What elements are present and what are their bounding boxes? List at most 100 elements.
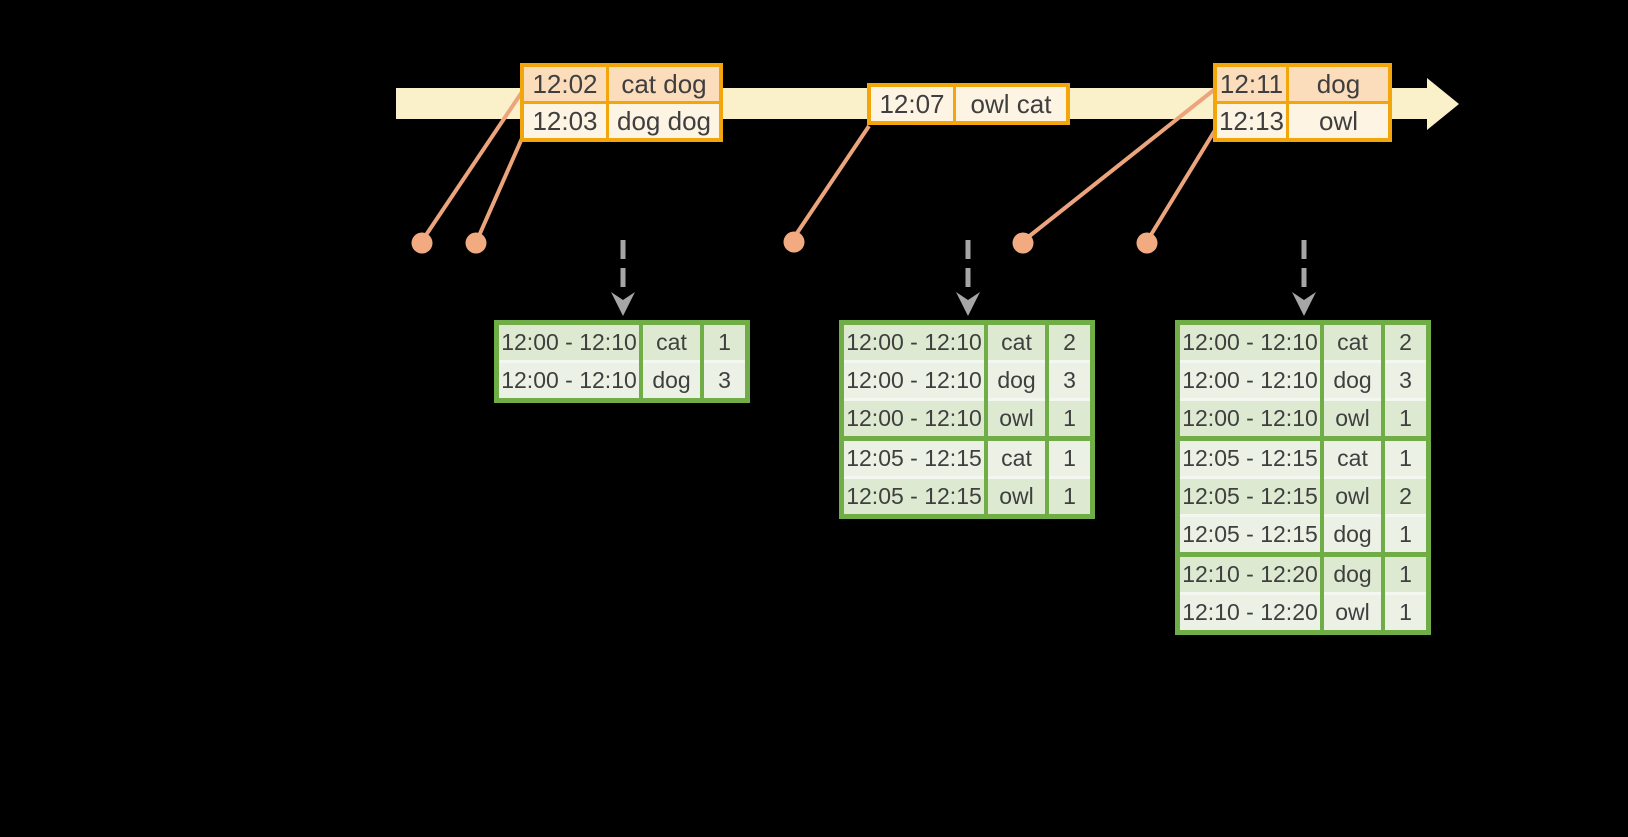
trigger-arrowhead-icon (611, 292, 635, 316)
event-words-cell: owl (1286, 101, 1392, 142)
window-group: 12:00 - 12:10 cat 2 12:00 - 12:10 dog 3 … (1175, 321, 1431, 439)
window-cell: 12:00 - 12:10 (1175, 360, 1324, 400)
word-cell: owl (1320, 592, 1385, 633)
window-cell: 12:05 - 12:15 (1175, 514, 1324, 555)
word-cell: owl (984, 398, 1049, 439)
word-cell: cat (984, 321, 1049, 362)
count-cell: 1 (1381, 592, 1431, 633)
result-row: 12:00 - 12:10 cat 2 (839, 321, 1095, 362)
result-row: 12:00 - 12:10 dog 3 (1175, 360, 1431, 400)
event-marker-dot (1012, 232, 1034, 254)
event-connector-line (422, 87, 526, 240)
window-group: 12:00 - 12:10 cat 2 12:00 - 12:10 dog 3 … (839, 321, 1095, 439)
result-row: 12:00 - 12:10 cat 1 (494, 321, 750, 362)
result-row: 12:10 - 12:20 owl 1 (1175, 592, 1431, 633)
word-cell: dog (984, 360, 1049, 400)
event-words-cell: cat dog (606, 63, 723, 104)
window-group: 12:05 - 12:15 cat 1 12:05 - 12:15 owl 2 … (1175, 436, 1431, 555)
count-cell: 1 (1045, 476, 1095, 517)
result-row: 12:00 - 12:10 dog 3 (494, 360, 750, 401)
count-cell: 1 (1045, 436, 1095, 478)
count-cell: 2 (1381, 476, 1431, 516)
result-table: 12:00 - 12:10 cat 2 12:00 - 12:10 dog 3 … (1175, 320, 1431, 635)
word-cell: dog (1320, 514, 1385, 555)
count-cell: 3 (1045, 360, 1095, 400)
event-row: 12:07 owl cat (867, 83, 1070, 125)
event-row: 12:02 cat dog (520, 63, 723, 104)
result-row: 12:05 - 12:15 owl 2 (1175, 476, 1431, 516)
event-connector-line (1025, 87, 1217, 240)
result-row: 12:00 - 12:10 owl 1 (839, 398, 1095, 439)
result-row: 12:00 - 12:10 owl 1 (1175, 398, 1431, 439)
window-cell: 12:05 - 12:15 (1175, 476, 1324, 516)
window-cell: 12:00 - 12:10 (1175, 398, 1324, 439)
window-cell: 12:05 - 12:15 (839, 476, 988, 517)
event-connector-line (1147, 125, 1219, 240)
event-time-cell: 12:13 (1213, 101, 1289, 142)
result-row: 12:05 - 12:15 owl 1 (839, 476, 1095, 517)
count-cell: 1 (1381, 514, 1431, 555)
count-cell: 2 (1045, 321, 1095, 362)
result-row: 12:05 - 12:15 dog 1 (1175, 514, 1431, 555)
event-words-cell: dog dog (606, 101, 723, 142)
result-row: 12:05 - 12:15 cat 1 (839, 436, 1095, 478)
word-cell: dog (639, 360, 704, 401)
event-time-cell: 12:07 (867, 83, 956, 125)
word-cell: dog (1320, 360, 1385, 400)
window-cell: 12:05 - 12:15 (839, 436, 988, 478)
count-cell: 2 (1381, 321, 1431, 362)
result-table: 12:00 - 12:10 cat 2 12:00 - 12:10 dog 3 … (839, 320, 1095, 519)
count-cell: 1 (1381, 552, 1431, 594)
result-table: 12:00 - 12:10 cat 1 12:00 - 12:10 dog 3 (494, 320, 750, 403)
event-marker-dot (1136, 232, 1158, 254)
event-marker-dot (783, 231, 805, 253)
result-row: 12:00 - 12:10 cat 2 (1175, 321, 1431, 362)
window-cell: 12:00 - 12:10 (839, 398, 988, 439)
event-row: 12:03 dog dog (520, 101, 723, 142)
window-cell: 12:10 - 12:20 (1175, 552, 1324, 594)
count-cell: 1 (1381, 436, 1431, 478)
event-marker-dot (465, 232, 487, 254)
event-words-cell: owl cat (953, 83, 1070, 125)
event-connector-line (476, 126, 529, 239)
word-cell: cat (639, 321, 704, 362)
event-time-cell: 12:11 (1213, 63, 1289, 104)
result-row: 12:10 - 12:20 dog 1 (1175, 552, 1431, 594)
word-cell: cat (1320, 321, 1385, 362)
event-words-cell: dog (1286, 63, 1392, 104)
trigger-arrowhead-icon (956, 292, 980, 316)
event-time-cell: 12:02 (520, 63, 609, 104)
result-row: 12:05 - 12:15 cat 1 (1175, 436, 1431, 478)
window-group: 12:00 - 12:10 cat 1 12:00 - 12:10 dog 3 (494, 321, 750, 401)
window-cell: 12:00 - 12:10 (494, 360, 643, 401)
event-connector-line (793, 124, 871, 238)
window-cell: 12:05 - 12:15 (1175, 436, 1324, 478)
count-cell: 1 (1045, 398, 1095, 439)
word-cell: owl (1320, 398, 1385, 439)
trigger-arrowhead-icon (1292, 292, 1316, 316)
result-row: 12:00 - 12:10 dog 3 (839, 360, 1095, 400)
count-cell: 3 (700, 360, 750, 401)
timeline-arrow-right-icon (1427, 78, 1459, 130)
word-cell: owl (984, 476, 1049, 517)
event-time-cell: 12:03 (520, 101, 609, 142)
window-cell: 12:00 - 12:10 (1175, 321, 1324, 362)
event-row: 12:13 owl (1213, 101, 1392, 142)
window-group: 12:10 - 12:20 dog 1 12:10 - 12:20 owl 1 (1175, 552, 1431, 633)
word-cell: cat (984, 436, 1049, 478)
count-cell: 1 (700, 321, 750, 362)
event-marker-dot (411, 232, 433, 254)
event-row: 12:11 dog (1213, 63, 1392, 104)
window-cell: 12:00 - 12:10 (839, 321, 988, 362)
event-table: 12:11 dog 12:13 owl (1213, 63, 1392, 142)
word-cell: cat (1320, 436, 1385, 478)
window-cell: 12:00 - 12:10 (494, 321, 643, 362)
count-cell: 3 (1381, 360, 1431, 400)
window-group: 12:05 - 12:15 cat 1 12:05 - 12:15 owl 1 (839, 436, 1095, 517)
event-table: 12:02 cat dog 12:03 dog dog (520, 63, 723, 142)
window-cell: 12:00 - 12:10 (839, 360, 988, 400)
window-cell: 12:10 - 12:20 (1175, 592, 1324, 633)
word-cell: dog (1320, 552, 1385, 594)
event-table: 12:07 owl cat (867, 83, 1070, 125)
